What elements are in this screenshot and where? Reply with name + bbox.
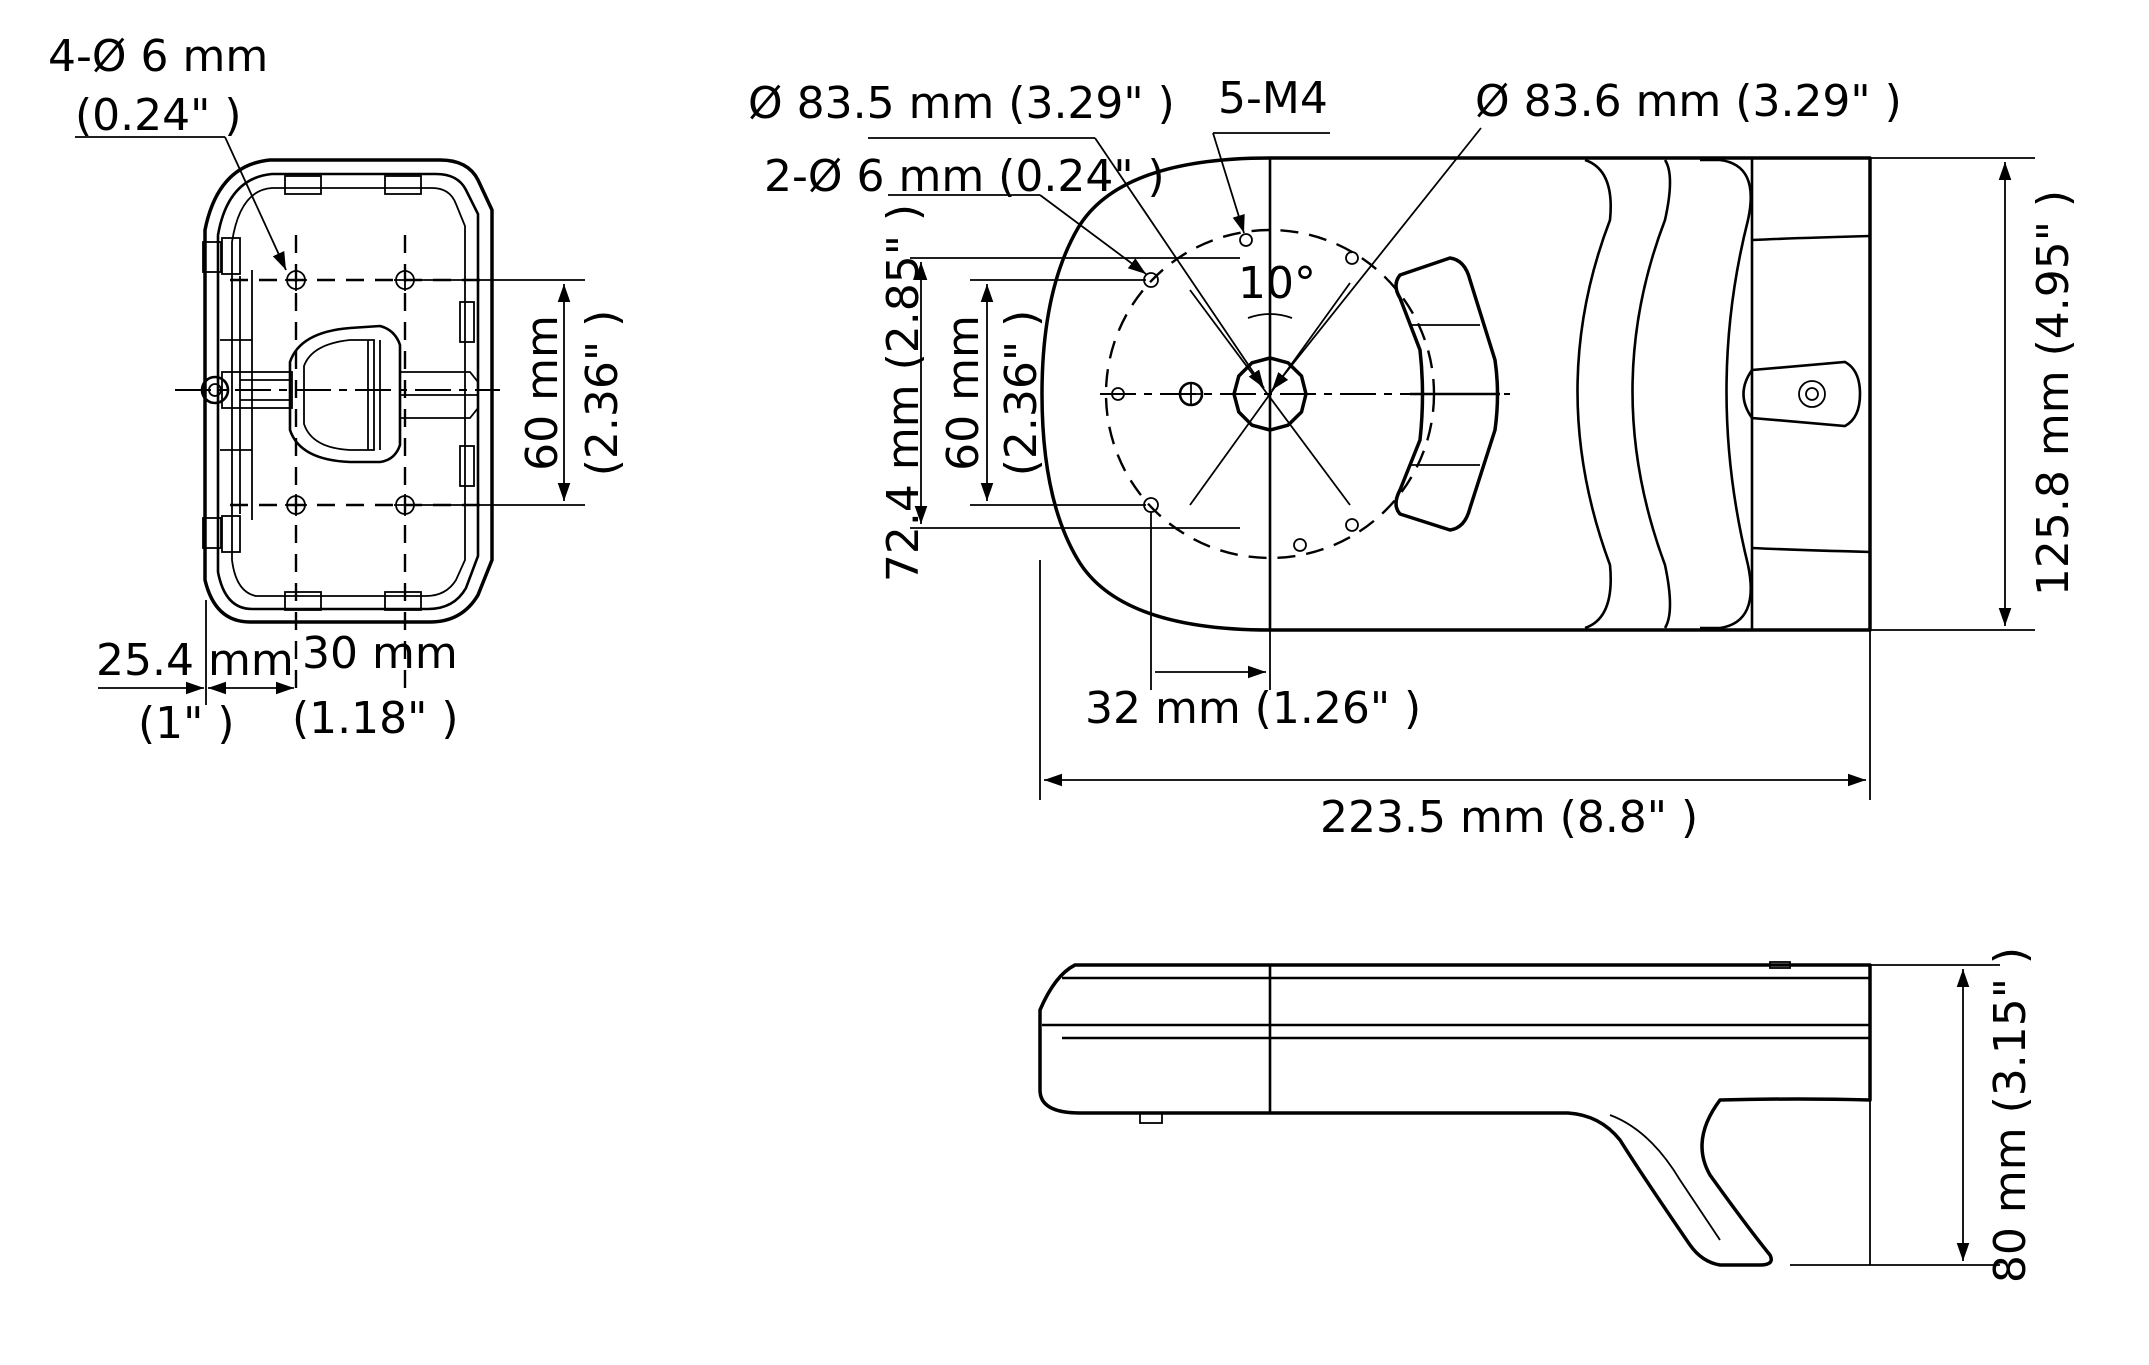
rear-spacing-mm-label: 30 mm — [302, 628, 458, 679]
top-view: Ø 83.5 mm (3.29" ) 5-M4 Ø 83.6 mm (3.29"… — [748, 73, 2079, 843]
screw-hole-icon — [1345, 251, 1359, 265]
top-view-mount-circle — [1100, 200, 1510, 630]
top-view-dimensions — [868, 127, 2035, 800]
top-width-label: 125.8 mm (4.95" ) — [2028, 190, 2079, 596]
top-dia-left-label: Ø 83.5 mm (3.29" ) — [748, 78, 1175, 129]
top-angle-label: 10° — [1238, 258, 1316, 309]
side-view: 80 mm (3.15" ) — [1038, 947, 2036, 1283]
rear-hole-callout-line1: 4-Ø 6 mm — [48, 31, 268, 82]
top-two-holes-label: 2-Ø 6 mm (0.24" ) — [764, 151, 1165, 202]
side-view-outline — [1038, 961, 1872, 1267]
top-outer-vertical-label: 72.4 mm (2.85" ) — [878, 204, 929, 582]
top-length-label: 223.5 mm (8.8" ) — [1320, 792, 1698, 843]
top-screws-label: 5-M4 — [1218, 73, 1328, 124]
top-view-outline — [1040, 156, 1872, 632]
rear-view-dimensions — [75, 136, 585, 695]
top-inner-vertical-mm-label: 60 mm — [938, 315, 989, 471]
hole-icon — [1143, 497, 1159, 513]
screw-icon — [1798, 380, 1826, 408]
screw-hole-icon — [1345, 518, 1359, 532]
rear-view: 4-Ø 6 mm (0.24" ) 60 mm (2.36" ) 25.4 mm… — [48, 31, 628, 749]
top-inner-vertical-in-label: (2.36" ) — [996, 310, 1047, 477]
rear-view-outline — [200, 158, 494, 624]
side-view-dimensions — [1790, 964, 2000, 1266]
screw-hole-icon — [1111, 387, 1125, 401]
rear-vertical-mm-label: 60 mm — [517, 315, 568, 471]
rear-hole-callout-line2: (0.24" ) — [75, 90, 242, 141]
screw-hole-icon — [1293, 538, 1307, 552]
top-offset-label: 32 mm (1.26" ) — [1085, 683, 1421, 734]
rear-vertical-in-label: (2.36" ) — [577, 310, 628, 477]
screw-hole-icon — [1239, 233, 1253, 247]
rear-spacing-in-label: (1.18" ) — [292, 693, 459, 744]
side-height-label: 80 mm (3.15" ) — [1985, 947, 2036, 1283]
rear-left-offset-mm-label: 25.4 mm — [96, 635, 294, 686]
rear-left-offset-in-label: (1" ) — [138, 698, 235, 749]
top-dia-right-label: Ø 83.6 mm (3.29" ) — [1475, 76, 1902, 127]
hole-icon — [1178, 381, 1204, 407]
